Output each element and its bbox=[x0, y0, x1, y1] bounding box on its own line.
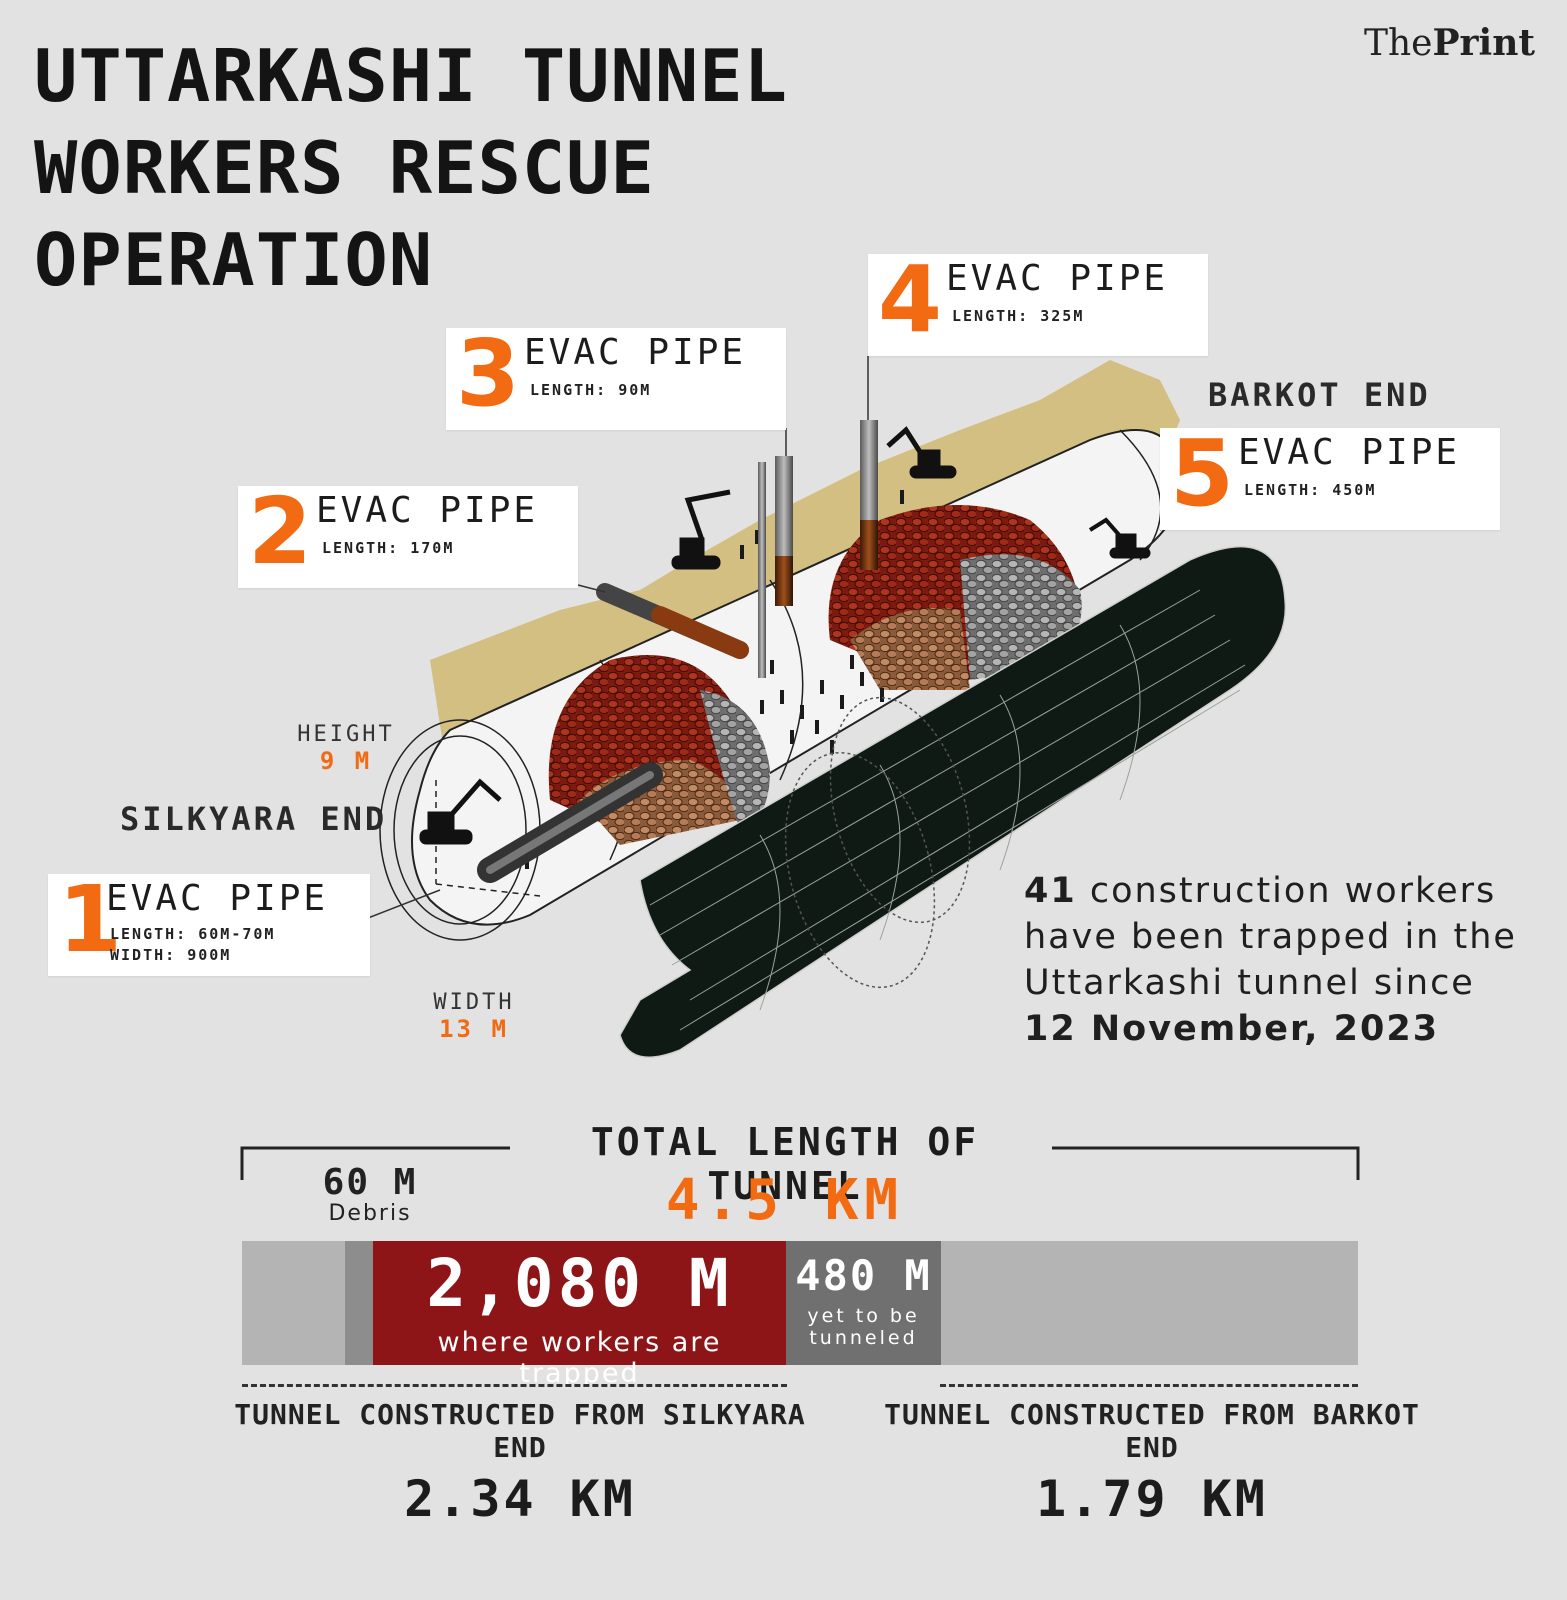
barkot-section: TUNNEL CONSTRUCTED FROM BARKOT END 1.79 … bbox=[872, 1398, 1432, 1528]
pipe-1-width: WIDTH: 900M bbox=[110, 946, 232, 964]
pipe-4-heading: EVAC PIPE bbox=[946, 258, 1169, 299]
width-dimension: WIDTH 13 M bbox=[414, 990, 534, 1043]
excavator-icon bbox=[1088, 517, 1151, 559]
title-line-2: WORKERS RESCUE bbox=[34, 126, 655, 210]
barkot-end-label: BARKOT END bbox=[1208, 376, 1431, 414]
trapped-caption: where workers are trapped bbox=[437, 1327, 722, 1389]
debris-pile-2-lower bbox=[850, 608, 970, 690]
note-line-1-rest: construction workers bbox=[1076, 871, 1497, 911]
note-line-2: have been trapped in the bbox=[1024, 917, 1517, 957]
excavator-icon bbox=[886, 426, 957, 479]
height-label: HEIGHT bbox=[297, 722, 395, 747]
pipe-3-number: 3 bbox=[456, 320, 521, 427]
note-line-3: Uttarkashi tunnel since bbox=[1024, 963, 1475, 1003]
height-dimension: HEIGHT 9 M bbox=[286, 722, 406, 775]
pipe-4-number: 4 bbox=[878, 246, 943, 353]
debris-value: 60 M bbox=[322, 1162, 418, 1203]
pipe-4-length: LENGTH: 325M bbox=[952, 307, 1085, 325]
pipe-2-heading: EVAC PIPE bbox=[316, 490, 539, 531]
pipe-1-number: 1 bbox=[58, 866, 123, 973]
pipe-5-number: 5 bbox=[1170, 420, 1235, 527]
evac-pipe-3-label: 3 EVAC PIPE LENGTH: 90M bbox=[446, 324, 786, 430]
height-value: 9 M bbox=[319, 747, 373, 775]
trapped-segment: 2,080 M where workers are trapped bbox=[373, 1241, 786, 1389]
pipe-5-length: LENGTH: 450M bbox=[1244, 481, 1377, 499]
evac-pipe-5-label: 5 EVAC PIPE LENGTH: 450M bbox=[1160, 424, 1500, 530]
barkot-section-value: 1.79 KM bbox=[1036, 1470, 1268, 1528]
pipe-3-length: LENGTH: 90M bbox=[530, 381, 652, 399]
barkot-dash-line bbox=[940, 1384, 1358, 1387]
width-value: 13 M bbox=[439, 1015, 509, 1043]
tunnel-illustration bbox=[367, 356, 1287, 1058]
pipe-3-heading: EVAC PIPE bbox=[524, 332, 747, 373]
trapped-value: 2,080 M bbox=[426, 1245, 733, 1322]
silkyara-section: TUNNEL CONSTRUCTED FROM SILKYARA END 2.3… bbox=[220, 1398, 820, 1528]
note-date: 12 November, 2023 bbox=[1024, 1009, 1440, 1049]
evac-pipe-1-label: 1 EVAC PIPE LENGTH: 60M-70M WIDTH: 900M bbox=[48, 870, 370, 976]
pipe-5-heading: EVAC PIPE bbox=[1238, 432, 1461, 473]
remaining-caption-1: yet to be bbox=[807, 1305, 920, 1327]
pipe-2-length: LENGTH: 170M bbox=[322, 539, 455, 557]
remaining-value: 480 M bbox=[795, 1251, 932, 1300]
debris-caption: Debris bbox=[328, 1201, 412, 1226]
trapped-workers-note: 41 construction workers have been trappe… bbox=[1024, 868, 1544, 1052]
debris-label: 60 M Debris bbox=[300, 1162, 440, 1226]
silkyara-section-label: TUNNEL CONSTRUCTED FROM SILKYARA END bbox=[234, 1398, 806, 1464]
note-line-1: 41 construction workers bbox=[1024, 868, 1544, 914]
page-title: UTTARKASHI TUNNEL WORKERS RESCUE OPERATI… bbox=[34, 30, 794, 306]
debris-segment bbox=[345, 1241, 373, 1365]
silkyara-dash-line bbox=[242, 1384, 787, 1387]
pipe-1-heading: EVAC PIPE bbox=[106, 878, 329, 919]
note-count: 41 bbox=[1024, 871, 1077, 911]
title-line-1: UTTARKASHI TUNNEL bbox=[34, 34, 788, 118]
title-line-3: OPERATION bbox=[34, 218, 434, 302]
remaining-caption-2: tunneled bbox=[809, 1327, 918, 1349]
excavator-icon bbox=[671, 489, 731, 570]
silkyara-section-value: 2.34 KM bbox=[404, 1470, 636, 1528]
total-length-title: TOTAL LENGTH OF TUNNEL bbox=[590, 1120, 980, 1208]
evac-pipe-3a bbox=[758, 462, 766, 678]
evac-pipe-2-label: 2 EVAC PIPE LENGTH: 170M bbox=[238, 482, 578, 588]
width-label: WIDTH bbox=[433, 990, 515, 1015]
evac-pipe-4-label: 4 EVAC PIPE LENGTH: 325M bbox=[868, 250, 1208, 356]
pipe-1-length: LENGTH: 60M-70M bbox=[110, 925, 276, 943]
brand-print: Print bbox=[1432, 22, 1535, 64]
silkyara-end-label: SILKYARA END bbox=[120, 800, 388, 838]
brand-logo: ThePrint bbox=[1364, 22, 1535, 64]
pipe-2-number: 2 bbox=[248, 478, 313, 585]
excavator-icon bbox=[419, 778, 502, 845]
yet-to-tunnel-segment: 480 M yet to be tunneled bbox=[786, 1241, 941, 1365]
barkot-section-label: TUNNEL CONSTRUCTED FROM BARKOT END bbox=[884, 1398, 1420, 1464]
brand-the: The bbox=[1363, 23, 1433, 64]
debris-pile-1-grey bbox=[700, 690, 770, 830]
total-length-value: 4.5 KM bbox=[665, 1168, 905, 1233]
